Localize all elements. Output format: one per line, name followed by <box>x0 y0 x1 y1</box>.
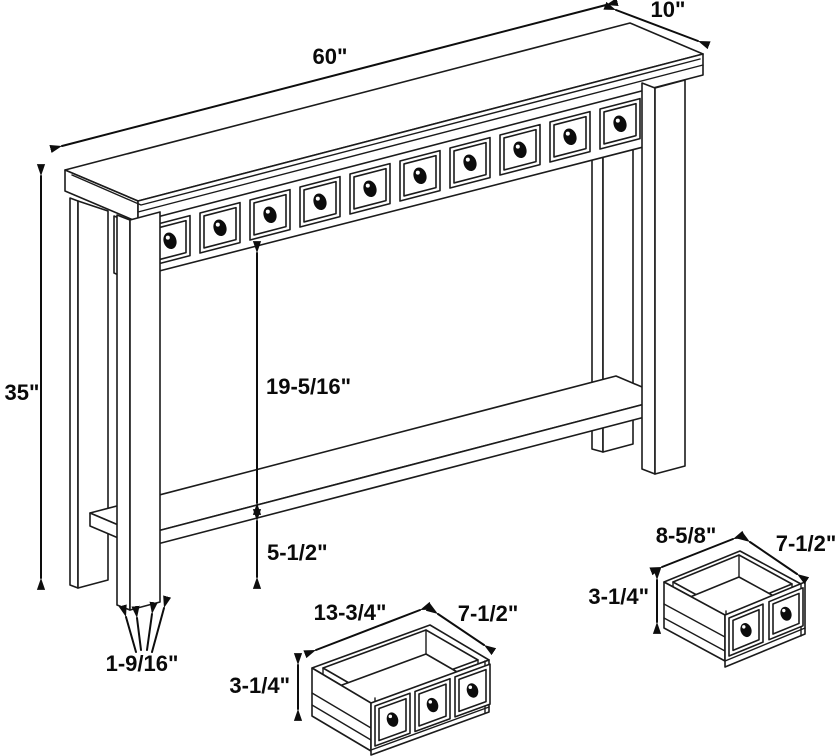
leg-front-face <box>77 200 109 589</box>
dim-label-leg-thickness: 1-9/16" <box>106 651 179 676</box>
large-drawer-panel-row <box>374 663 491 747</box>
small-drawer-drawing <box>663 550 806 668</box>
knob-highlight <box>615 118 620 123</box>
drawer-front <box>249 188 291 241</box>
console-table-drawing <box>64 22 704 611</box>
drawer-front <box>299 175 341 228</box>
dim-label-large-drawer-depth: 7-1/2" <box>458 601 519 626</box>
drawer-front <box>768 587 804 641</box>
knob-highlight <box>565 131 570 136</box>
leg-side-face <box>69 197 79 589</box>
dim-label-table-depth: 10" <box>651 0 686 22</box>
drawer-front <box>149 214 191 267</box>
dim-line-large-drawer-depth <box>425 603 497 656</box>
knob-highlight <box>782 608 786 613</box>
drawer-front <box>414 677 451 733</box>
knob-highlight <box>365 183 370 188</box>
shelf-top-face <box>89 375 669 536</box>
large-drawer-drawing <box>311 624 491 756</box>
knob-highlight <box>315 196 320 201</box>
dim-label-small-drawer-depth: 7-1/2" <box>776 531 837 556</box>
dim-label-shelf-clearance: 5-1/2" <box>267 540 328 565</box>
knob-highlight <box>465 157 470 162</box>
front-left-leg <box>116 211 161 611</box>
dim-line-large-drawer-width <box>303 601 433 659</box>
shelf-front-face <box>141 397 669 549</box>
drawer-box-side-bands <box>311 692 372 741</box>
dim-label-small-drawer-width: 8-5/8" <box>656 523 717 548</box>
drawer-front <box>399 149 441 202</box>
knob-highlight <box>415 170 420 175</box>
drawer-front <box>349 162 391 215</box>
knob-highlight <box>215 222 220 227</box>
dim-leg-thickness: 1-9/16" <box>106 595 179 676</box>
knob-highlight <box>515 144 520 149</box>
leg-side-face <box>116 214 131 611</box>
knob-highlight <box>265 209 270 214</box>
leg-front-face <box>129 211 161 611</box>
dim-line-small-drawer-width <box>649 530 746 576</box>
dim-label-large-drawer-width: 13-3/4" <box>314 600 387 625</box>
drawer-front <box>454 663 491 718</box>
leg-front-face <box>654 79 686 475</box>
knob-highlight <box>388 714 393 719</box>
knob-highlight <box>468 685 473 690</box>
front-right-leg <box>641 79 686 475</box>
knob-highlight <box>742 625 746 629</box>
dim-label-large-drawer-height: 3-1/4" <box>229 673 290 698</box>
leg-side-face <box>641 82 656 475</box>
knob-highlight <box>165 235 170 240</box>
drawer-box-side-bands <box>663 603 726 652</box>
back-left-leg <box>69 197 109 589</box>
dim-line-small-drawer-depth <box>737 531 810 585</box>
small-drawer-panel-row <box>728 587 804 657</box>
dimension-annotations: 60" 10" 35" 19-5/16" 5-1/2" 1-9/16" 13-3… <box>5 0 837 721</box>
drawer-front <box>374 692 411 747</box>
drawer-front <box>728 603 764 657</box>
knob-highlight <box>428 700 433 704</box>
dim-line-table-depth <box>603 1 711 50</box>
dim-label-table-height: 35" <box>5 380 40 405</box>
dim-line-table-width <box>49 0 619 153</box>
dim-label-small-drawer-height: 3-1/4" <box>588 584 649 609</box>
drawer-front <box>199 201 241 254</box>
lower-shelf <box>89 375 669 549</box>
back-right-leg <box>591 91 634 453</box>
dim-label-apron-to-shelf: 19-5/16" <box>266 374 351 399</box>
dim-label-table-width: 60" <box>313 44 348 69</box>
